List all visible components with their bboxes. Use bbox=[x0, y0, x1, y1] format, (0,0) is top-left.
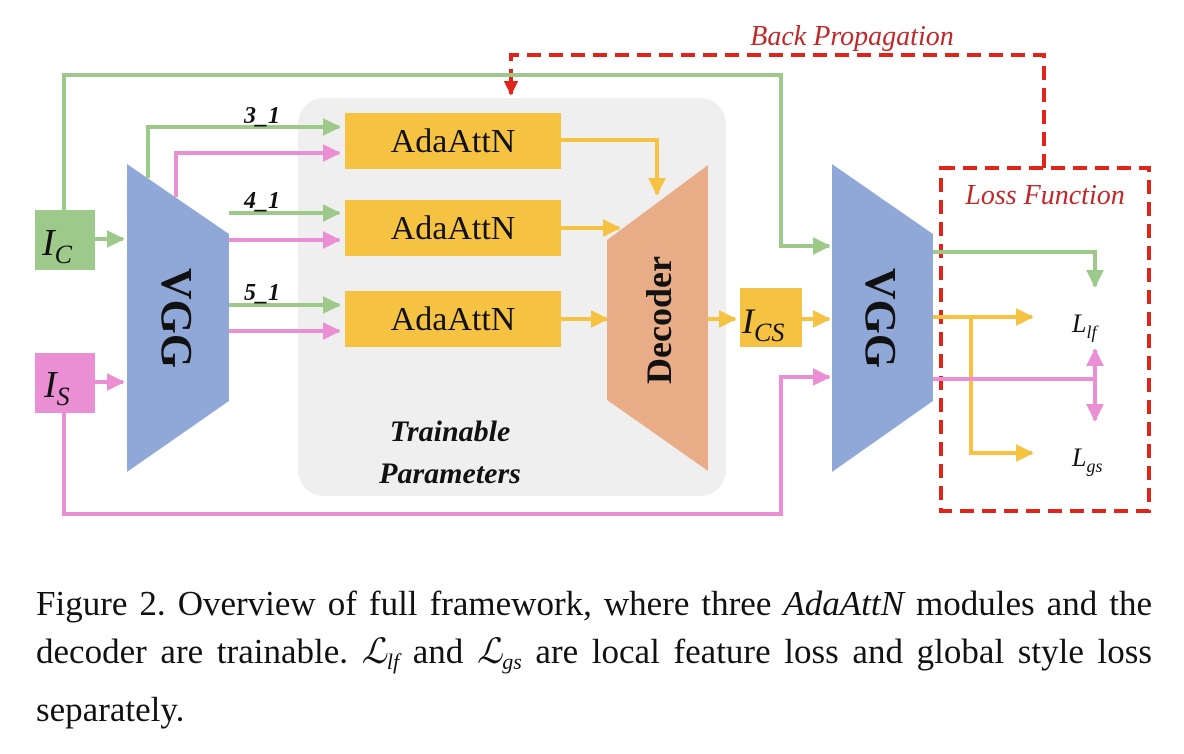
ics-output-box bbox=[740, 288, 802, 347]
back-propagation-label: Back Propagation bbox=[750, 21, 953, 52]
loss-function-label: Loss Function bbox=[964, 180, 1124, 211]
ics-label: ICS bbox=[741, 301, 784, 347]
content-skip-arrow bbox=[62, 73, 831, 255]
adaattn-module-3-label: AdaAttN bbox=[391, 301, 516, 338]
trainable-label-line2: Parameters bbox=[378, 457, 521, 490]
decoder bbox=[607, 165, 708, 471]
framework-diagram: VGG 3_1 4_1 5_1 AdaAttN AdaAttN AdaAttN … bbox=[35, 21, 1151, 516]
trainable-label-line1: Trainable bbox=[390, 415, 511, 448]
adaattn-module-3 bbox=[345, 291, 561, 347]
layer-label-4_1: 4_1 bbox=[243, 188, 280, 214]
vgg-encoder bbox=[127, 164, 229, 472]
ic-label: IC bbox=[41, 222, 73, 269]
adaattn-module-2-label: AdaAttN bbox=[391, 210, 516, 247]
vgg-encoder-label: VGG bbox=[152, 268, 201, 368]
figure-caption: Figure 2. Overview of full framework, wh… bbox=[36, 584, 1152, 729]
layer-label-5_1: 5_1 bbox=[244, 280, 280, 306]
decoder-label: Decoder bbox=[639, 256, 679, 384]
is-input-box bbox=[35, 353, 95, 413]
stylized-feature-to-lgs-arrow bbox=[969, 317, 1034, 462]
layer-label-3_1: 3_1 bbox=[243, 103, 280, 129]
loss-function-box bbox=[939, 166, 1151, 513]
adaattn-module-2 bbox=[345, 200, 561, 256]
ic-input-box bbox=[35, 210, 95, 270]
feature-3_1-content-arrow bbox=[146, 118, 341, 178]
lgs-label: Lgs bbox=[1071, 443, 1102, 476]
adaattn-1-to-decoder-arrow bbox=[561, 138, 666, 196]
llf-label: Llf bbox=[1071, 309, 1099, 342]
feature-3_1-style-arrow bbox=[174, 144, 341, 197]
adaattn-module-1 bbox=[345, 113, 561, 169]
style-skip-arrow bbox=[62, 368, 831, 516]
vgg-loss-network-label: VGG bbox=[856, 268, 905, 368]
is-label: IS bbox=[43, 364, 70, 411]
content-feature-to-llf-arrow bbox=[933, 250, 1104, 288]
vgg-loss-network bbox=[832, 164, 933, 472]
adaattn-module-1-label: AdaAttN bbox=[391, 123, 516, 160]
